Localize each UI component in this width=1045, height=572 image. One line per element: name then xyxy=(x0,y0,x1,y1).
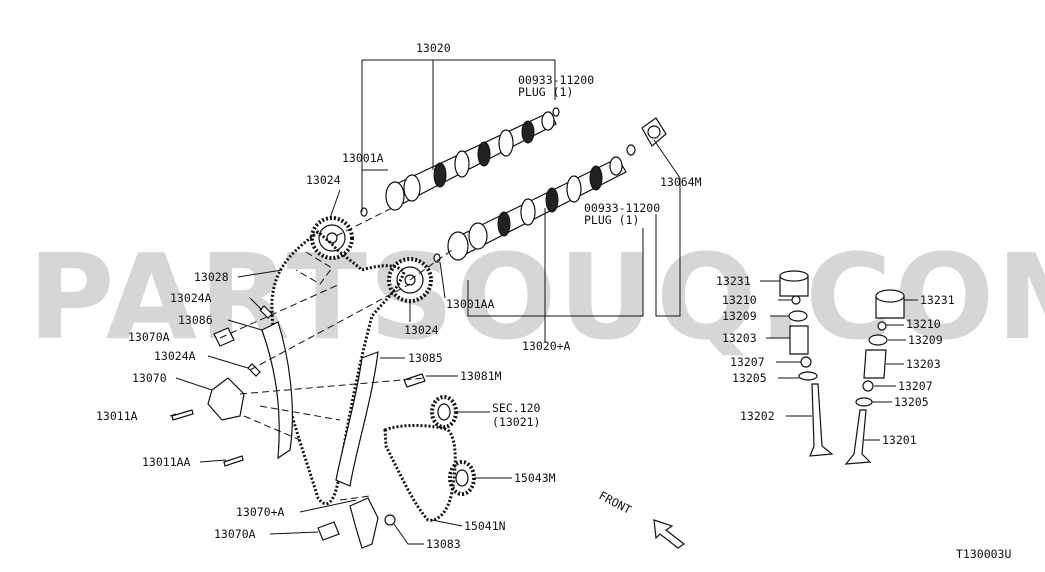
label-13086: 13086 xyxy=(178,313,213,327)
label-13070: 13070 xyxy=(132,371,167,385)
label-13209-right: 13209 xyxy=(908,333,943,347)
label-13020-a: 13020+A xyxy=(522,339,571,353)
label-13203-right: 13203 xyxy=(906,357,941,371)
plug-lower xyxy=(626,144,636,156)
label-13209-left: 13209 xyxy=(722,309,757,323)
label-13011aa: 13011AA xyxy=(142,455,191,469)
label-13064m: 13064M xyxy=(660,175,702,189)
label-13203-left: 13203 xyxy=(722,331,757,345)
sprocket-sec120 xyxy=(430,395,458,429)
valve-stack-right xyxy=(844,289,905,465)
part-labels: 13020 00933-11200 PLUG (1) 13001A 13024 … xyxy=(96,41,955,551)
label-00933-11200-lower: 00933-11200 xyxy=(584,201,660,215)
drawing-code: T130003U xyxy=(956,547,1011,561)
label-13001aa: 13001AA xyxy=(446,297,495,311)
tensioner-13070 xyxy=(207,377,245,421)
label-13070-a: 13070+A xyxy=(236,505,285,519)
label-13024-lower: 13024 xyxy=(404,323,439,337)
chain-15041n xyxy=(383,424,457,522)
label-13207-left: 13207 xyxy=(730,355,765,369)
front-arrow xyxy=(653,519,686,549)
camshaft-13020 xyxy=(385,111,557,211)
guide-13086 xyxy=(261,321,293,460)
label-13202: 13202 xyxy=(740,409,775,423)
label-13231-left: 13231 xyxy=(716,274,751,288)
label-13085: 13085 xyxy=(408,351,443,365)
sensor-13064m xyxy=(641,117,667,147)
guide-13085 xyxy=(335,351,379,487)
leader-lines xyxy=(169,59,918,545)
camshaft-13020a xyxy=(447,156,627,261)
label-13210-left: 13210 xyxy=(722,293,757,307)
label-plug-lower: PLUG (1) xyxy=(584,213,639,227)
label-13070a-lower: 13070A xyxy=(214,527,256,541)
plug-upper xyxy=(552,107,560,117)
label-15043m: 15043M xyxy=(514,471,556,485)
label-13024-upper: 13024 xyxy=(306,173,341,187)
label-13083: 13083 xyxy=(426,537,461,551)
bolts xyxy=(171,305,426,541)
label-13210-right: 13210 xyxy=(906,317,941,331)
front-label: FRONT xyxy=(597,488,634,517)
label-sec120: SEC.120 xyxy=(492,401,541,415)
label-13001a: 13001A xyxy=(342,151,384,165)
label-13070a-upper: 13070A xyxy=(128,330,170,344)
sprocket-13024-upper xyxy=(310,216,354,260)
valve-stack-left xyxy=(779,270,834,457)
label-13020: 13020 xyxy=(416,41,451,55)
label-13011a: 13011A xyxy=(96,409,138,423)
label-13028: 13028 xyxy=(194,270,229,284)
arm-13070a xyxy=(349,497,379,549)
label-plug-upper: PLUG (1) xyxy=(518,85,573,99)
assembly-axes xyxy=(219,207,453,501)
label-13024a-lower: 13024A xyxy=(154,349,196,363)
label-13021: (13021) xyxy=(492,415,540,429)
label-00933-11200-upper: 00933-11200 xyxy=(518,73,594,87)
label-13201: 13201 xyxy=(882,433,917,447)
label-13205-left: 13205 xyxy=(732,371,767,385)
label-15041n: 15041N xyxy=(464,519,506,533)
label-13231-right: 13231 xyxy=(920,293,955,307)
label-13205-right: 13205 xyxy=(894,395,929,409)
label-13207-right: 13207 xyxy=(898,379,933,393)
label-13024a-upper: 13024A xyxy=(170,291,212,305)
label-13081m: 13081M xyxy=(460,369,502,383)
